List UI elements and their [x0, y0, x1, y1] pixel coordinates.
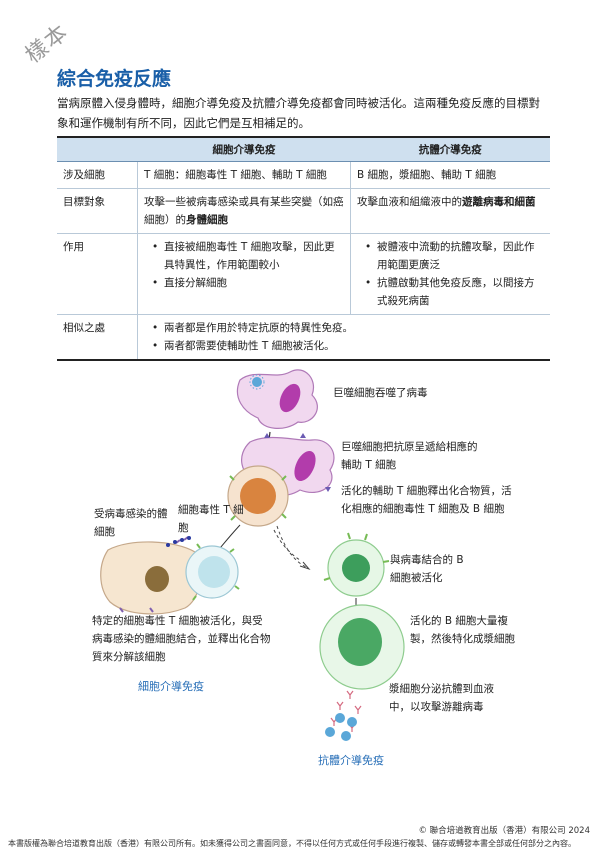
row-label: 目標對象	[57, 188, 138, 234]
row-label: 相似之處	[57, 314, 138, 361]
list-item: 兩者都需要使輔助性 T 細胞被活化。	[152, 337, 544, 355]
table-row: 涉及細胞 T 細胞：細胞毒性 T 細胞、輔助 T 細胞 B 細胞，漿細胞、輔助 …	[57, 161, 550, 189]
copyright-notice: © 聯合培道教育出版（香港）有限公司 2024	[418, 826, 590, 836]
header-blank	[57, 136, 138, 162]
list-item: 兩者都是作用於特定抗原的特異性免疫。	[152, 319, 544, 337]
list-item: 抗體啟動其他免疫反應，以間接方式殺死病菌	[365, 274, 544, 310]
rights-notice: 本書版權為聯合培道教育出版（香港）有限公司所有。如未獲得公司之書面同意，不得以任…	[8, 839, 576, 848]
intro-paragraph: 當病原體入侵身體時，細胞介導免疫及抗體介導免疫都會同時被活化。這兩種免疫反應的目…	[57, 96, 540, 130]
label-cytotoxic-t: 細胞毒性 T 細胞	[178, 504, 244, 534]
table-row: 作用 直接被細胞毒性 T 細胞攻擊，因此更具特異性，作用範圍較小 直接分解細胞 …	[57, 233, 550, 315]
label-plasma-antibody: 漿細胞分泌抗體到血液中，以攻擊游離病毒	[389, 683, 494, 713]
list-item: 直接被細胞毒性 T 細胞攻擊，因此更具特異性，作用範圍較小	[152, 238, 344, 274]
list-item: 直接分解細胞	[152, 274, 344, 292]
label-macrophage-engulf: 巨噬細胞吞噬了病毒	[333, 387, 428, 399]
cell-value: T 細胞：細胞毒性 T 細胞、輔助 T 細胞	[137, 161, 351, 189]
label-antigen-presentation: 巨噬細胞把抗原呈遞給相應的輔助 T 細胞	[341, 441, 478, 471]
caption-cell-mediated: 細胞介導免疫	[138, 680, 204, 693]
table-row: 目標對象 攻擊一些被病毒感染或具有某些突變（如癌細胞）的身體細胞 攻擊血液和組織…	[57, 188, 550, 234]
macrophage-nucleus	[279, 383, 301, 413]
antibody-text: 攻擊血液和組織液中的	[357, 196, 462, 208]
row-label: 涉及細胞	[57, 161, 138, 189]
table-row: 相似之處 兩者都是作用於特定抗原的特異性免疫。 兩者都需要使輔助性 T 細胞被活…	[57, 314, 550, 361]
cell-text: 攻擊一些被病毒感染或具有某些突變（如癌細胞）的	[144, 196, 344, 226]
cell-bold: 身體細胞	[186, 214, 228, 226]
header-antibody-mediated: 抗體介導免疫	[350, 136, 550, 162]
similarity-value: 兩者都是作用於特定抗原的特異性免疫。 兩者都需要使輔助性 T 細胞被活化。	[137, 314, 550, 361]
cell-value: 直接被細胞毒性 T 細胞攻擊，因此更具特異性，作用範圍較小 直接分解細胞	[137, 233, 351, 315]
virus-icon	[249, 374, 265, 390]
immune-response-diagram	[0, 350, 600, 820]
label-helper-activation: 活化的輔助 T 細胞釋出化合物質，活化相應的細胞毒性 T 細胞及 B 細胞	[341, 485, 512, 515]
cell-value: 攻擊一些被病毒感染或具有某些突變（如癌細胞）的身體細胞	[137, 188, 351, 234]
sample-stamp: 樣本	[20, 19, 75, 69]
antibody-value: 攻擊血液和組織液中的遊離病毒和細菌	[350, 188, 550, 234]
antibody-bold: 遊離病毒和細菌	[462, 196, 536, 208]
label-b-cell-activated: 與病毒結合的 B 細胞被活化	[390, 554, 464, 584]
row-label: 作用	[57, 233, 138, 315]
label-infected-cell: 受病毒感染的體細胞	[94, 508, 168, 538]
macrophage-engulfing	[236, 369, 318, 429]
antibody-value: B 細胞，漿細胞、輔助 T 細胞	[350, 161, 550, 189]
page-title: 綜合免疫反應	[57, 68, 172, 90]
caption-antibody-mediated: 抗體介導免疫	[318, 754, 384, 767]
header-cell-mediated: 細胞介導免疫	[137, 136, 351, 162]
comparison-table: 細胞介導免疫 抗體介導免疫 涉及細胞 T 細胞：細胞毒性 T 細胞、輔助 T 細…	[57, 136, 550, 361]
label-cytotoxic-action: 特定的細胞毒性 T 細胞被活化，與受病毒感染的體細胞結合，並釋出化合物質來分解該…	[92, 615, 271, 663]
label-b-cell-clone: 活化的 B 細胞大量複製，然後特化成漿細胞	[410, 615, 515, 645]
table-header-row: 細胞介導免疫 抗體介導免疫	[57, 136, 550, 162]
antibody-value: 被體液中流動的抗體攻擊，因此作用範圍更廣泛 抗體啟動其他免疫反應，以間接方式殺死…	[350, 233, 550, 315]
virus-icon	[325, 713, 357, 741]
list-item: 被體液中流動的抗體攻擊，因此作用範圍更廣泛	[365, 238, 544, 274]
